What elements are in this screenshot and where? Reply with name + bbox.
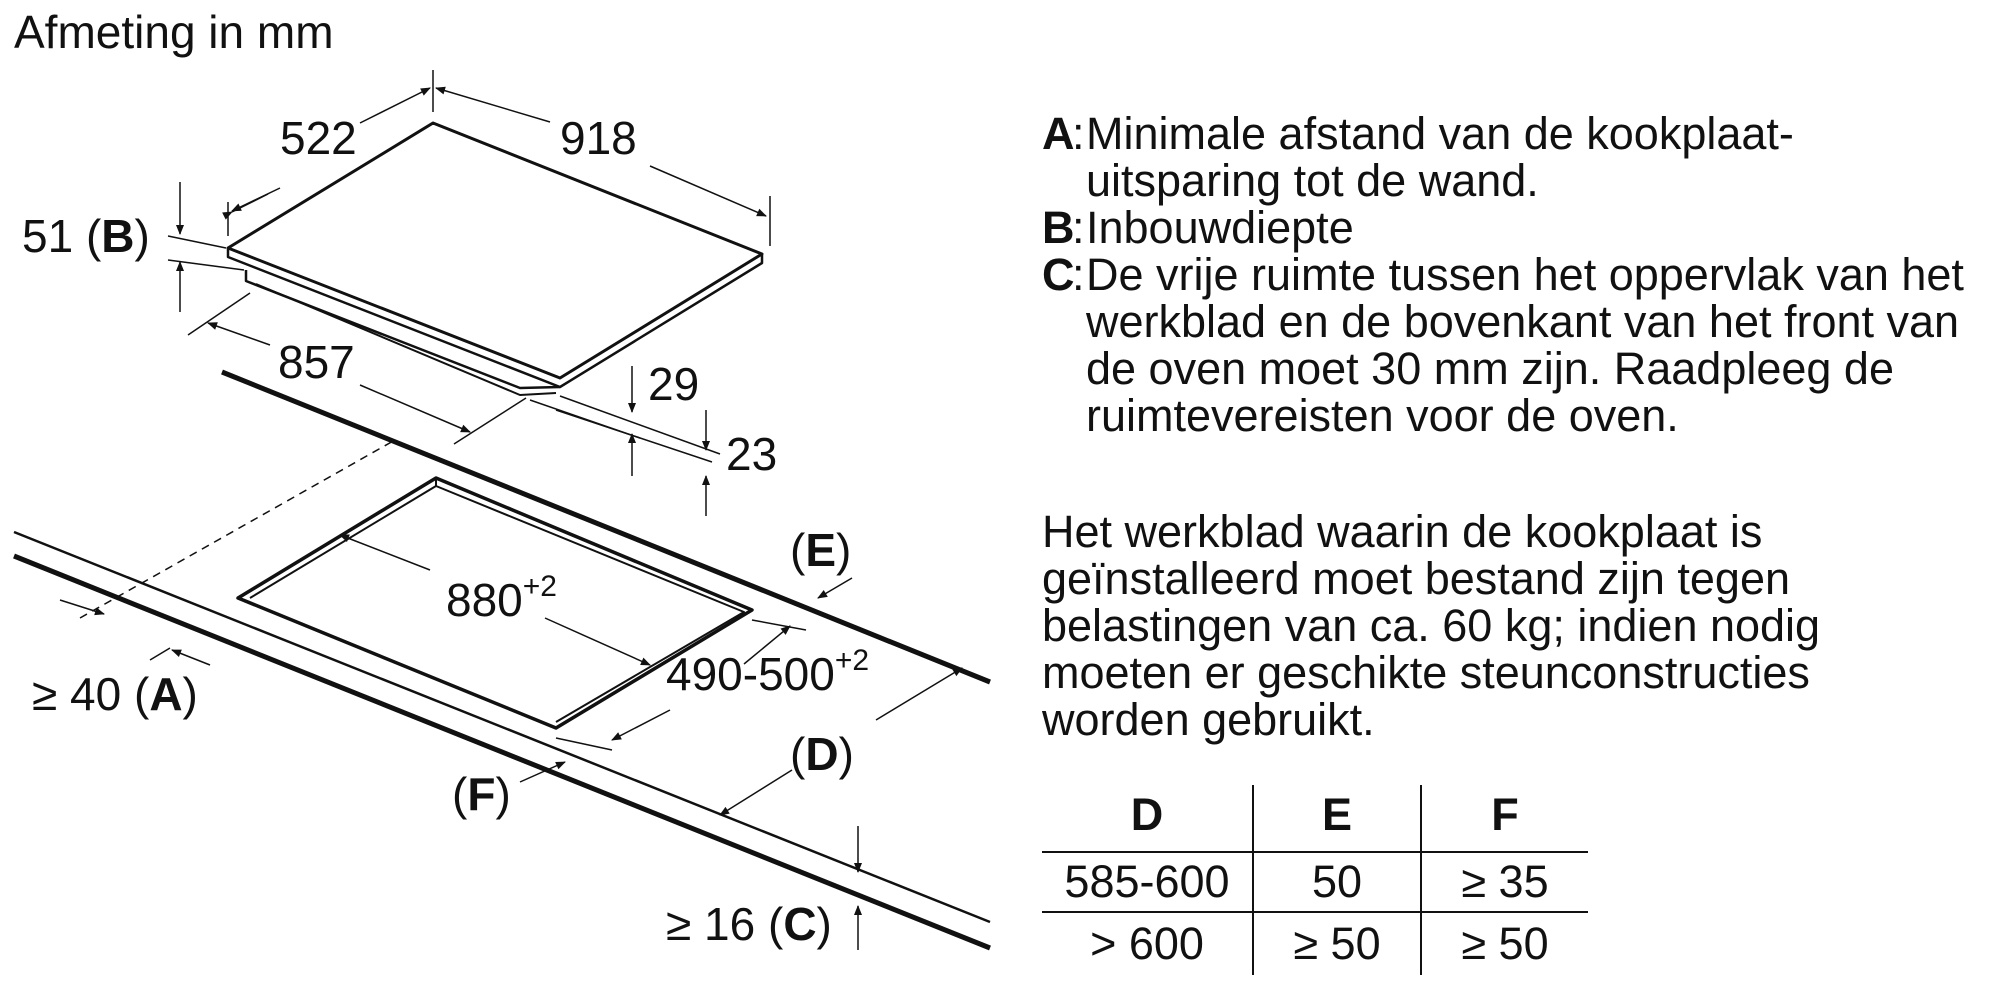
dim-f — [519, 761, 566, 783]
label-height-b: 51 (B) — [22, 210, 150, 262]
legend-key: A — [1042, 108, 1075, 159]
table-cell: > 600 — [1090, 918, 1204, 969]
worktop-front-edge-top — [13, 530, 991, 924]
dim-width — [435, 86, 771, 246]
worktop-back-edge — [221, 369, 991, 685]
legend-text: Inbouwdiepte — [1086, 202, 1354, 253]
dim-e — [817, 577, 853, 599]
worktop — [13, 369, 991, 951]
legend-text: Minimale afstand van de kookplaat-uitspa… — [1086, 108, 1794, 206]
spec-table: D E F 585-600 50 ≥ 35 > 600 ≥ 50 ≥ 50 — [1042, 785, 1588, 975]
label-f: (F) — [452, 768, 511, 820]
load-note: Het werkblad waarin de kookplaat is geïn… — [1042, 506, 1821, 745]
table-cell: ≥ 50 — [1461, 918, 1549, 969]
table-row: 585-600 50 ≥ 35 — [1042, 852, 1588, 913]
legend-item-c: C : De vrije ruimte tussen het oppervlak… — [1042, 251, 1972, 439]
table-row: > 600 ≥ 50 ≥ 50 — [1042, 912, 1588, 975]
label-e: (E) — [790, 524, 851, 576]
label-cutout-width: 880+2 — [446, 570, 557, 626]
cooktop-body-bottom — [255, 283, 557, 396]
dim-height-b — [167, 182, 245, 312]
dim-depth — [222, 70, 434, 236]
cooktop-dimension-diagram: Afmeting in mm 522 918 51 (B) 857 — [13, 6, 991, 951]
legend-item-b: B : Inbouwdiepte — [1042, 204, 1972, 251]
dim-min-wall — [59, 599, 211, 666]
label-min-clearance: ≥ 16 (C) — [666, 898, 832, 950]
dim-base-width — [187, 292, 527, 445]
label-depth: 522 — [280, 112, 357, 164]
cutout-outer — [236, 476, 754, 730]
table-cell: 50 — [1252, 852, 1422, 913]
cooktop — [226, 121, 764, 396]
page-title: Afmeting in mm — [14, 6, 334, 58]
legend-item-a: A : Minimale afstand van de kookplaat-ui… — [1042, 110, 1972, 204]
label-min-wall: ≥ 40 (A) — [32, 668, 198, 720]
cooktop-body — [244, 270, 561, 390]
label-thickness-23: 23 — [726, 428, 777, 480]
table-header: D — [1042, 785, 1253, 853]
table-header: F — [1421, 785, 1588, 853]
cutout-inner — [249, 485, 745, 723]
legend: A : Minimale afstand van de kookplaat-ui… — [1042, 110, 1972, 439]
cutout — [236, 476, 754, 730]
dim-cutout-width — [339, 534, 651, 666]
label-width: 918 — [560, 112, 637, 164]
worktop-front-edge-bottom — [13, 553, 991, 951]
label-base-width: 857 — [278, 336, 355, 388]
table-cell: ≥ 50 — [1252, 912, 1422, 975]
table-header: E — [1252, 785, 1422, 853]
legend-key: C — [1042, 249, 1075, 300]
table-cell: 585-600 — [1042, 852, 1253, 913]
label-d: (D) — [790, 728, 854, 780]
table-cell: ≥ 35 — [1421, 852, 1588, 913]
label-thickness-29: 29 — [648, 358, 699, 410]
dim-cutout-depth — [555, 619, 807, 751]
table-header-row: D E F — [1042, 785, 1588, 853]
dim-d — [719, 667, 963, 816]
dim-thickness — [529, 366, 721, 516]
worktop-dashed-ref — [79, 439, 396, 619]
label-cutout-depth: 490-500+2 — [666, 644, 869, 700]
legend-text: De vrije ruimte tussen het oppervlak van… — [1086, 249, 1964, 441]
legend-key: B — [1042, 202, 1075, 253]
